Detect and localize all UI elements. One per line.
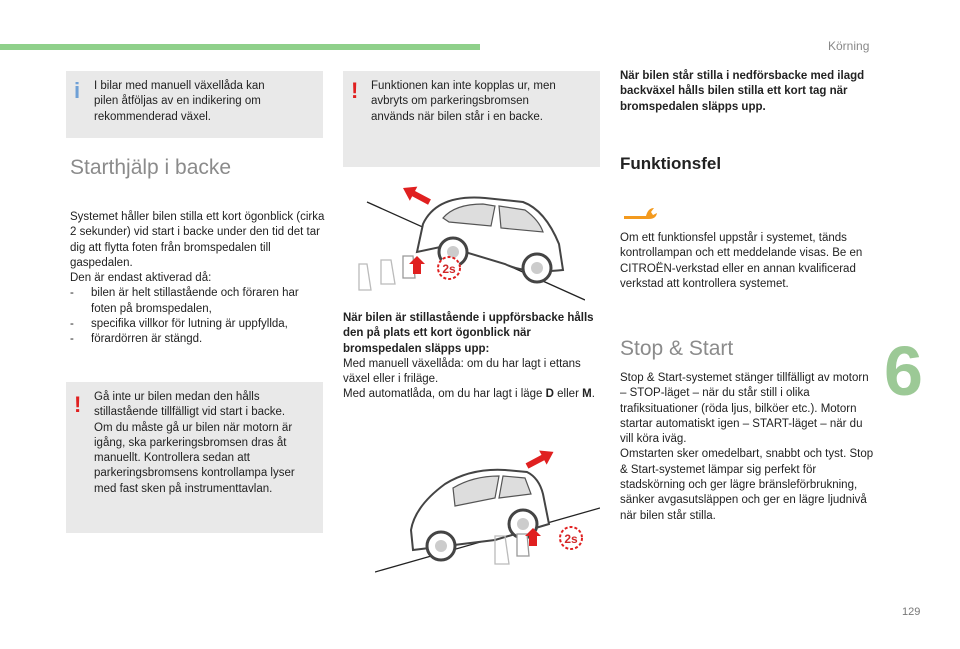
- stop-start-paragraph-1: Stop & Start-systemet stänger tillfällig…: [620, 372, 869, 446]
- pedal-icon: [358, 255, 425, 291]
- warning-box-middle: ! Funktionen kan inte kopplas ur, men av…: [343, 71, 600, 167]
- timer-label: 2s: [442, 262, 456, 276]
- section-label: Körning: [828, 39, 870, 53]
- uphill-body: När bilen är stillastående i uppförsback…: [343, 311, 603, 403]
- chapter-number: 6: [884, 332, 923, 410]
- downhill-illustration: 2s: [375, 450, 600, 573]
- stop-start-body: Stop & Start-systemet stänger tillfällig…: [620, 371, 875, 524]
- timer-2s-icon: 2s: [559, 526, 583, 550]
- intro-paragraph: Systemet håller bilen stilla ett kort ög…: [70, 211, 325, 269]
- list-item: specifika villkor för lutning är uppfyll…: [70, 317, 325, 333]
- list-item: förardörren är stängd.: [70, 332, 325, 348]
- page-number: 129: [902, 606, 921, 618]
- timer-label: 2s: [564, 532, 578, 546]
- pedal-icon: [494, 528, 541, 565]
- header-accent-bar: [0, 44, 480, 50]
- fault-title: Funktionsfel: [620, 154, 722, 173]
- stop-start-title: Stop & Start: [620, 337, 734, 360]
- red-arrow-icon: [403, 186, 431, 205]
- condition-list: bilen är helt stillastående och föraren …: [70, 286, 325, 347]
- warning-text-middle: Funktionen kan inte kopplas ur, men avbr…: [371, 80, 556, 123]
- gear-m: M: [582, 388, 592, 401]
- uphill-illustration: 2s: [358, 186, 585, 301]
- wrench-icon: [624, 208, 657, 219]
- info-icon: i: [74, 78, 81, 103]
- hill-start-title: Starthjälp i backe: [70, 156, 232, 179]
- fault-text: Om ett funktionsfel uppstår i systemet, …: [620, 232, 863, 290]
- manual-gearbox-text: Med manuell växellåda: om du har lagt i …: [343, 357, 581, 386]
- info-text: I bilar med manuell växellåda kan pilen …: [94, 80, 265, 123]
- warning-box-left: ! Gå inte ur bilen medan den hålls still…: [66, 382, 323, 533]
- warning-text-left: Gå inte ur bilen medan den hålls stillas…: [94, 391, 295, 495]
- hill-start-body: Systemet håller bilen stilla ett kort ög…: [70, 210, 325, 348]
- warning-icon: !: [351, 78, 359, 103]
- intro-condition-lead: Den är endast aktiverad då:: [70, 272, 212, 285]
- auto-mid: eller: [553, 388, 583, 401]
- red-arrow-icon: [525, 450, 554, 469]
- warning-icon: !: [74, 392, 82, 417]
- stop-start-paragraph-2: Omstarten sker omedelbart, snabbt och ty…: [620, 448, 874, 522]
- info-box: i I bilar med manuell växellåda kan pile…: [66, 71, 323, 138]
- auto-prefix: Med automatlåda, om du har lagt i läge: [343, 388, 546, 401]
- gear-d: D: [545, 388, 554, 401]
- downhill-bold-text: När bilen står stilla i nedförsbacke med…: [620, 70, 865, 113]
- auto-end: .: [591, 388, 595, 401]
- timer-2s-icon: 2s: [437, 256, 461, 280]
- list-item: bilen är helt stillastående och föraren …: [70, 286, 325, 317]
- automatic-gearbox-text: Med automatlåda, om du har lagt i läge D…: [343, 387, 603, 402]
- uphill-bold-text: När bilen är stillastående i uppförsback…: [343, 312, 594, 355]
